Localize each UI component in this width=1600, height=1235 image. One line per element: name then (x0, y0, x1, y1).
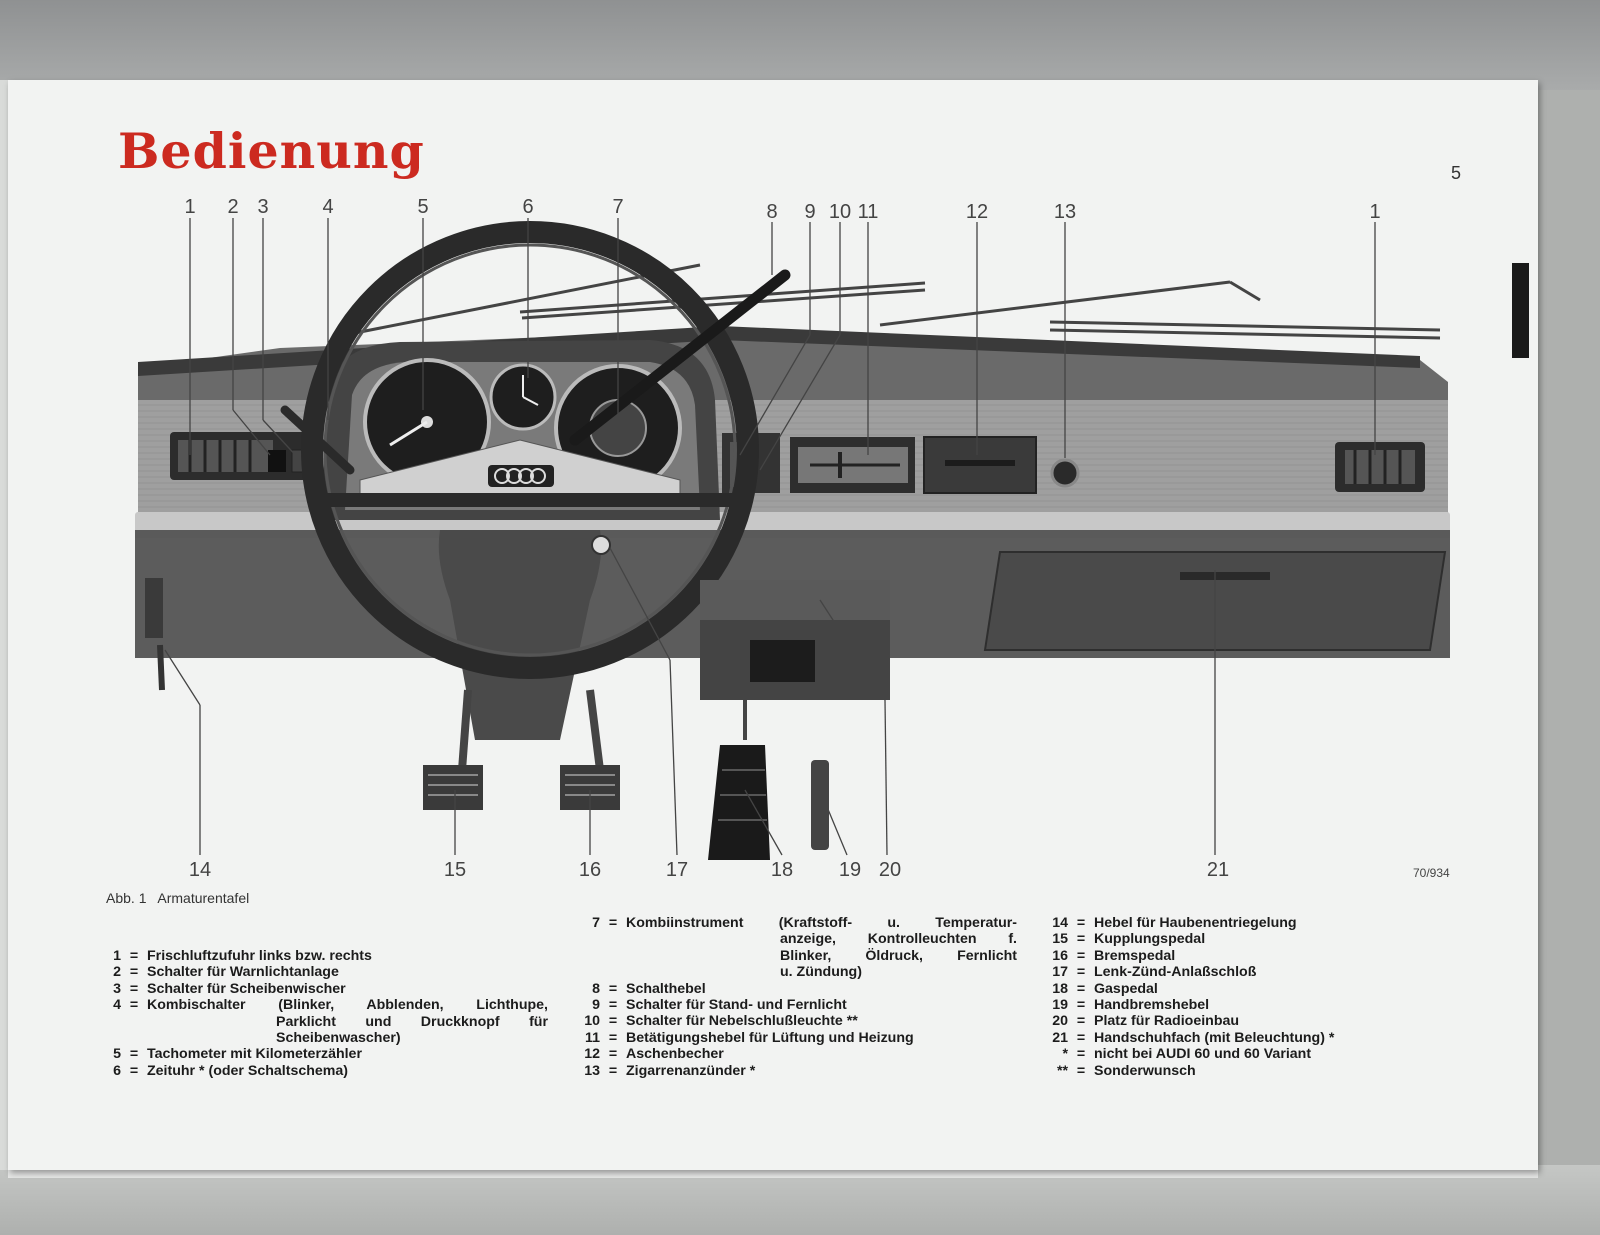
wiper-blades (344, 263, 1441, 340)
steering-wheel (301, 221, 759, 679)
legend-footnote: *=nicht bei AUDI 60 und 60 Variant (1062, 1046, 1312, 1063)
legend-item: 6=Zeituhr * (oder Schaltschema) (113, 1062, 349, 1079)
hood-release-lever (145, 578, 163, 638)
legend-item: 4=Kombischalter (Blinker, Abblenden, Lic… (113, 997, 548, 1014)
callout-16: 16 (579, 859, 601, 881)
legend-item: 7=Kombiinstrument (Kraftstoff- u. Temper… (592, 915, 1017, 931)
callout-6: 6 (522, 196, 533, 218)
legend-item: 14=Hebel für Haubenentriegelung (1052, 915, 1297, 931)
legend-item: 8=Schalthebel (592, 980, 706, 997)
callout-2: 2 (227, 196, 238, 218)
legend-item: 15=Kupplungspedal (1052, 931, 1206, 948)
background-top (0, 0, 1600, 90)
callout-10: 10 (829, 201, 851, 223)
callout-4: 4 (322, 196, 333, 218)
legend-item-continuation: 0=anzeige, Kontrolleuchten f. (780, 931, 1017, 948)
clutch-pedal (423, 765, 483, 810)
legend-item: 13=Zigarrenanzünder * (584, 1062, 756, 1079)
legend-item: 19=Handbremshebel (1052, 997, 1210, 1014)
callout-numbers: 1 2 3 4 5 6 7 8 9 10 11 12 13 1 14 15 16… (184, 196, 1380, 881)
legend-item: 12=Aschenbecher (584, 1046, 724, 1063)
figure-caption: Abb. 1 Armaturentafel (106, 890, 249, 906)
caption-text: Armaturentafel (157, 890, 250, 906)
legend-column-left: 1=Frischluftzufuhr links bzw. rechts 2=S… (93, 948, 548, 1079)
speedometer-gauge (363, 358, 491, 486)
legend-item-continuation: 0=Scheibenwascher) (276, 1030, 401, 1047)
callout-14: 14 (189, 859, 211, 881)
caption-label: Abb. 1 (106, 890, 147, 906)
legend-column-right: 14=Hebel für Haubenentriegelung 15=Kuppl… (1040, 915, 1460, 1079)
page-number: 5 (1451, 163, 1462, 183)
legend-item: 17=Lenk-Zünd-Anlaßschloß (1052, 964, 1257, 981)
left-air-vent (170, 432, 320, 480)
callout-21: 21 (1207, 859, 1229, 881)
legend-item: 18=Gaspedal (1052, 980, 1158, 997)
callout-5: 5 (417, 196, 428, 218)
callout-20: 20 (879, 859, 901, 881)
callout-19: 19 (839, 859, 861, 881)
legend-column-middle: 7=Kombiinstrument (Kraftstoff- u. Temper… (572, 915, 1017, 1079)
callout-13: 13 (1054, 201, 1076, 223)
callout-3: 3 (257, 196, 268, 218)
callout-17: 17 (666, 859, 688, 881)
callout-7: 7 (612, 196, 623, 218)
legend-item: 1=Frischluftzufuhr links bzw. rechts (113, 948, 372, 964)
legend-item: 9=Schalter für Stand- und Fernlicht (592, 997, 847, 1014)
legend-item-continuation: 0=u. Zündung) (780, 964, 862, 981)
legend-item: 2=Schalter für Warnlichtanlage (113, 964, 339, 981)
callout-15: 15 (444, 859, 466, 881)
legend-item: 3=Schalter für Scheibenwischer (113, 980, 346, 997)
callout-18: 18 (771, 859, 793, 881)
legend-item: 10=Schalter für Nebelschlußleuchte ** (584, 1013, 858, 1030)
legend-item: 20=Platz für Radioeinbau (1052, 1013, 1240, 1030)
legend-item: 21=Handschuhfach (mit Beleuchtung) * (1052, 1029, 1335, 1046)
clock-gauge (489, 363, 557, 431)
gear-lever (569, 269, 791, 446)
thumb-index-tab (1512, 263, 1529, 358)
left-page-edge (0, 80, 10, 1170)
legend-item: 16=Bremspedal (1052, 947, 1176, 964)
figure-code: 70/934 (1413, 866, 1450, 880)
legend-item: 11=Betätigungshebel für Lüftung und Heiz… (585, 1029, 914, 1046)
callout-1-right: 1 (1369, 201, 1380, 223)
gas-pedal (708, 745, 770, 860)
page-stack-edge (8, 1170, 1538, 1178)
audi-rings-logo (494, 468, 546, 484)
legend-footnote: **=Sonderwunsch (1056, 1062, 1196, 1079)
legend-item-continuation: 0=Blinker, Öldruck, Fernlicht (780, 947, 1017, 964)
legend-item: 5=Tachometer mit Kilometerzähler (113, 1046, 362, 1063)
callout-11: 11 (858, 201, 879, 223)
leader-lines (164, 218, 1376, 856)
callout-1-left: 1 (184, 196, 195, 218)
handbrake-lever (811, 760, 829, 850)
cigarette-lighter (1050, 458, 1080, 488)
steering-column (438, 530, 602, 740)
right-air-vent (1335, 442, 1425, 492)
legend-item-continuation: 0=Parklicht und Druckknopf für (276, 1013, 548, 1030)
callout-9: 9 (804, 201, 815, 223)
page-title: Bedienung (118, 122, 425, 180)
callout-8: 8 (766, 201, 777, 223)
callout-12: 12 (966, 201, 988, 223)
